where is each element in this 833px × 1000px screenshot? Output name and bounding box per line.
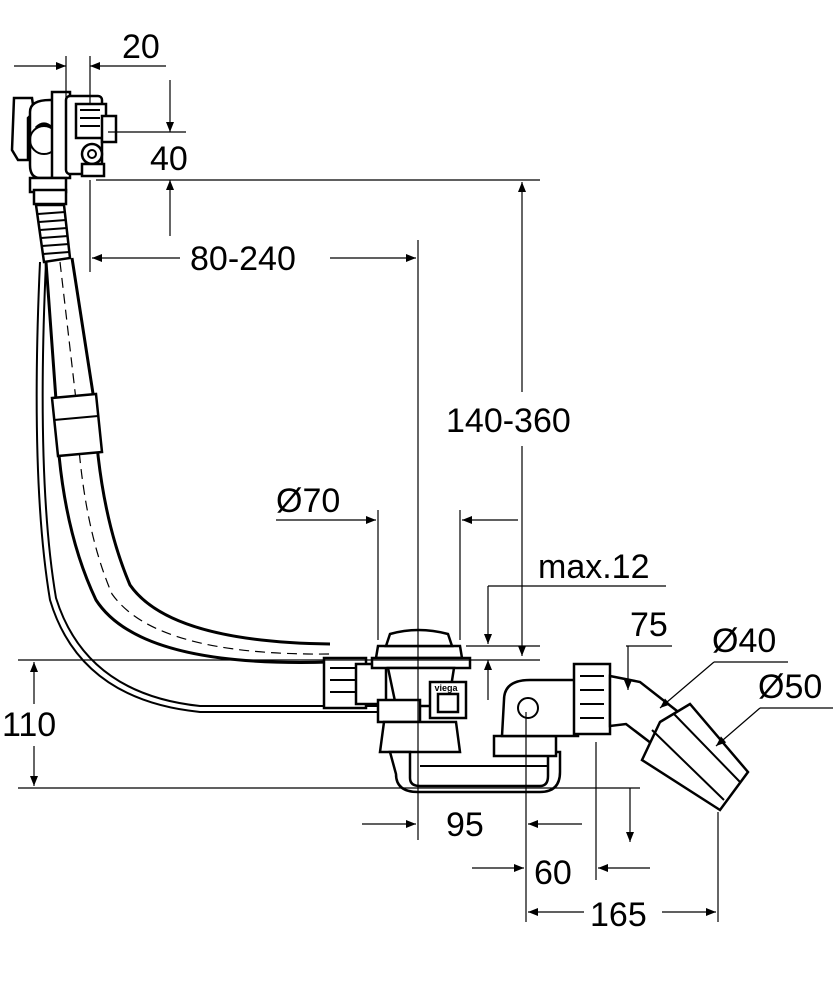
brand-mark: viega — [434, 683, 458, 693]
overflow-pipe — [44, 257, 331, 664]
corrugated-hose — [34, 203, 72, 264]
dim-o70-label: Ø70 — [276, 482, 340, 520]
dimension-110: 110 — [2, 659, 640, 789]
dimension-40: 40 — [96, 80, 540, 236]
dimension-140-360: 140-360 — [446, 182, 571, 656]
dim-o50-label: Ø50 — [758, 668, 822, 706]
outlet-elbow — [608, 674, 750, 812]
dim-80-240-label: 80-240 — [190, 240, 296, 278]
dim-o40-label: Ø40 — [712, 622, 776, 660]
overflow-head — [10, 90, 118, 206]
dim-95-label: 95 — [446, 806, 484, 844]
dimension-max12: max.12 — [466, 548, 666, 700]
dimension-95: 95 — [362, 712, 582, 922]
dim-40-label: 40 — [150, 140, 188, 178]
dim-110-label: 110 — [2, 706, 56, 744]
dim-165-label: 165 — [590, 896, 647, 934]
dimension-20: 20 — [14, 28, 166, 104]
drain-assembly: viega — [322, 628, 612, 794]
dimension-o40: Ø40 — [659, 622, 788, 709]
dimension-o70: Ø70 — [276, 482, 518, 640]
dim-20-label: 20 — [122, 28, 160, 66]
dimension-o50: Ø50 — [715, 668, 833, 747]
dimension-60: 60 — [472, 742, 650, 892]
dim-140-360-label: 140-360 — [446, 402, 571, 440]
dim-max12-label: max.12 — [538, 548, 650, 586]
dimension-165: 165 — [528, 788, 719, 934]
dim-60-label: 60 — [534, 854, 572, 892]
dim-75-label: 75 — [630, 606, 668, 644]
bowden-cable — [35, 261, 384, 713]
dimension-80-240: 80-240 — [89, 180, 419, 840]
dimension-75: 75 — [624, 606, 672, 690]
